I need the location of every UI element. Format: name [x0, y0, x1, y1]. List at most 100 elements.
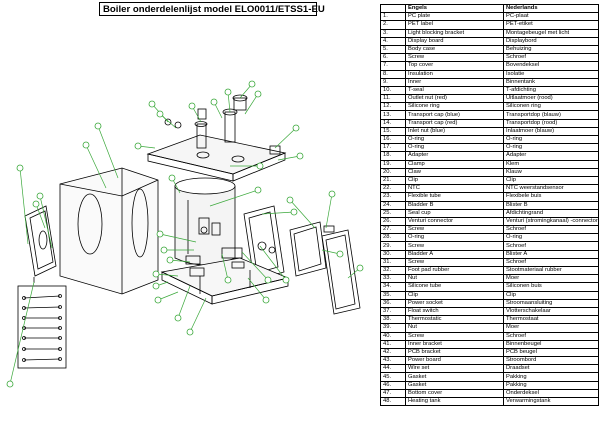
part-name-dutch: Stroomaansluiting [503, 298, 599, 308]
part-name-dutch: Transportdop (blauw) [503, 110, 599, 120]
part-number: 41. [380, 339, 406, 349]
part-name-dutch: Schroef [503, 53, 599, 63]
callout-circles [6, 80, 364, 388]
part-name-english: Venturi connector [405, 216, 504, 227]
part-name-english: Power board [405, 356, 504, 366]
part-name-dutch: Displaybord [503, 36, 599, 46]
part-name-english: Transport cap (blue) [405, 110, 504, 120]
part-name-english: Bladder B [405, 200, 504, 210]
part-name-english: Top cover [405, 61, 504, 71]
part-name-english: Clip [405, 175, 504, 186]
part-number: 32. [380, 265, 406, 276]
part-name-english: Adapter [405, 151, 504, 161]
part-number: 8. [380, 69, 406, 79]
inner-parts-drawing [185, 241, 276, 265]
part-number: 28. [380, 233, 406, 243]
column-header-number [380, 3, 406, 14]
part-name-english: Bladder A [405, 249, 504, 259]
part-number: 7. [380, 61, 406, 71]
part-number: 19. [380, 159, 406, 169]
part-number: 15. [380, 126, 406, 137]
part-name-english: Outlet nut (red) [405, 94, 504, 104]
part-name-dutch: O-ring [503, 134, 599, 145]
part-name-dutch: Klem [503, 159, 599, 169]
part-name-dutch: Inlaatmoer (blauw) [503, 126, 599, 137]
part-name-english: Screw [405, 257, 504, 268]
part-name-dutch: Onderdeksel [503, 388, 599, 399]
part-number: 17. [380, 143, 406, 153]
part-number: 44. [380, 364, 406, 374]
part-name-english: Screw [405, 225, 504, 235]
part-name-english: Thermostatic [405, 315, 504, 325]
part-number: 30. [380, 249, 406, 259]
callout-leaders [9, 83, 361, 385]
part-name-dutch: Clip [503, 175, 599, 186]
part-name-dutch: Pakking [503, 380, 599, 390]
part-number: 48. [380, 396, 406, 407]
table-row: 15.Inlet nut (blue)Inlaatmoer (blauw) [380, 126, 599, 137]
part-name-dutch: O-ring [503, 233, 599, 243]
part-number: 23. [380, 192, 406, 202]
part-name-english: Float switch [405, 306, 504, 317]
part-name-dutch: Schroef [503, 331, 599, 341]
part-name-dutch: Clip [503, 290, 599, 300]
part-name-dutch: Venturi (stromingkanaal) -connector [503, 216, 599, 227]
table-row: 14.Transport cap (red)Transportdop (rood… [380, 118, 599, 128]
part-number: 43. [380, 356, 406, 366]
top-cover-drawing [146, 134, 287, 182]
part-number: 13. [380, 110, 406, 120]
part-number: 25. [380, 208, 406, 218]
part-name-dutch: Vlotterschakelaar [503, 306, 599, 317]
part-number: 3. [380, 28, 406, 38]
part-number: 40. [380, 331, 406, 341]
part-name-english: Light blocking bracket [405, 28, 504, 38]
part-name-dutch: Binnenbeugel [503, 339, 599, 349]
part-name-dutch: Afdichtingrand [503, 208, 599, 218]
part-name-dutch: Isolatie [503, 69, 599, 79]
part-name-english: Wire set [405, 364, 504, 374]
table-header-row: Engels Nederlands [380, 3, 599, 14]
part-name-dutch: Schroef [503, 241, 599, 251]
wire-set-drawing [17, 285, 67, 369]
part-name-english: NTC [405, 184, 504, 194]
part-number: 35. [380, 290, 406, 300]
part-name-dutch: O-ring [503, 143, 599, 153]
part-number: 4. [380, 36, 406, 46]
part-name-english: Claw [405, 167, 504, 177]
part-name-english: T-seal [405, 85, 504, 96]
gasket-drawing [243, 205, 327, 281]
part-number: 14. [380, 118, 406, 128]
part-name-dutch: Behuizing [503, 44, 599, 55]
body-case-drawing [59, 167, 159, 295]
part-name-english: Gasket [405, 372, 504, 382]
part-number: 6. [380, 53, 406, 63]
part-number: 2. [380, 20, 406, 30]
part-name-english: Body case [405, 44, 504, 55]
part-name-english: Screw [405, 53, 504, 63]
part-name-dutch: Schroef [503, 257, 599, 268]
part-name-english: O-ring [405, 233, 504, 243]
part-number: 16. [380, 134, 406, 145]
part-name-english: PET label [405, 20, 504, 30]
